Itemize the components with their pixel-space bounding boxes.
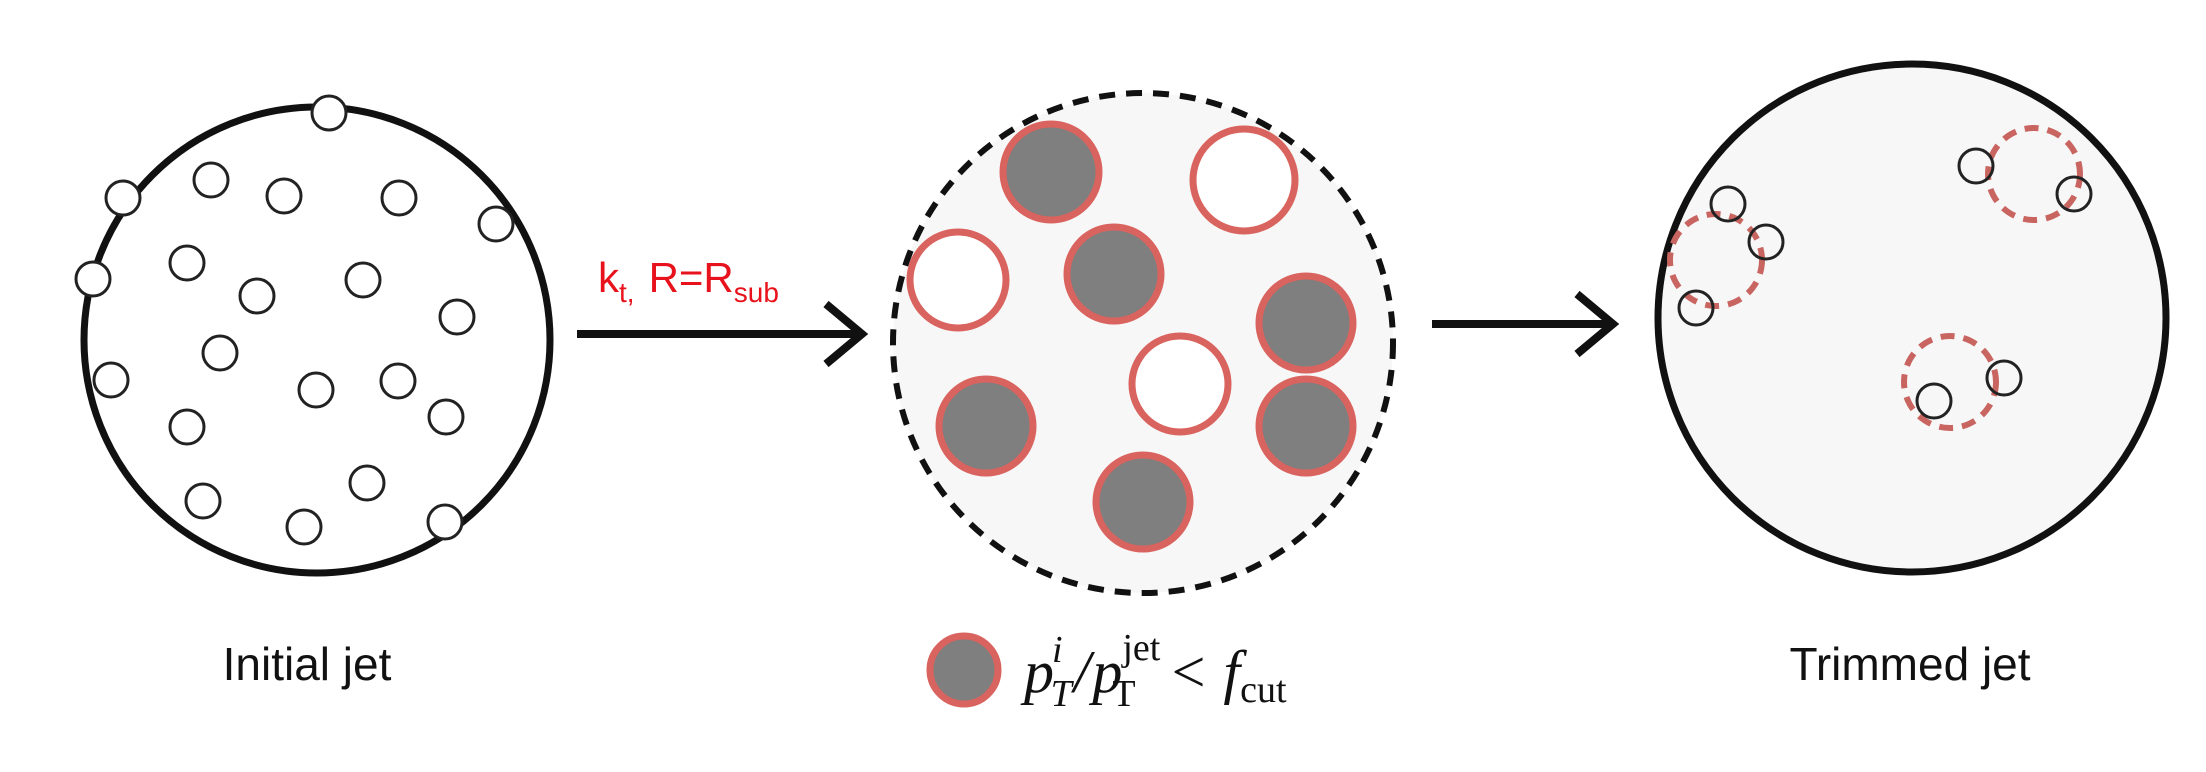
less-than: < (1172, 639, 1206, 705)
kept-subjet-area (1985, 125, 2083, 223)
removed-subjet (1255, 272, 1357, 374)
particle (1957, 147, 1995, 185)
kept-subjet (906, 228, 1010, 332)
particle (380, 179, 418, 217)
removed-subjet (1255, 375, 1357, 477)
particle (238, 277, 276, 315)
particle (2055, 175, 2093, 213)
particle (168, 408, 206, 446)
particle (1985, 359, 2023, 397)
particle (265, 177, 303, 215)
particle (297, 371, 335, 409)
particle (184, 482, 222, 520)
removed-subjet (999, 120, 1103, 224)
legend-removed-subjet-swatch (926, 632, 1002, 708)
particle (427, 398, 465, 436)
subjets (906, 120, 1357, 553)
particle (92, 361, 130, 399)
kept-particles (1677, 147, 2093, 420)
f-cut-subscript: cut (1240, 669, 1287, 711)
pt-jet-superscript: jet (1120, 627, 1160, 669)
particle (477, 205, 515, 243)
initial-jet-panel: Initial jet (74, 94, 554, 690)
kept-subjet (1189, 125, 1299, 235)
trimmed-jet-caption: Trimmed jet (1789, 638, 2030, 690)
removed-subjet (1092, 451, 1194, 553)
algorithm-label: kt, R=Rsub (598, 254, 779, 308)
trimmed-jet-boundary (1654, 60, 2170, 576)
pt-jet-p: p (1088, 639, 1122, 705)
particle (1677, 289, 1715, 327)
particle (201, 334, 239, 372)
kept-subjet (1128, 332, 1232, 436)
particle (379, 362, 417, 400)
initial-jet-boundary (80, 103, 554, 577)
particle (344, 261, 382, 299)
pt-jet-subscript: T (1112, 673, 1135, 715)
particle (310, 94, 348, 132)
pt-i-superscript: i (1052, 629, 1063, 671)
particle (426, 503, 464, 541)
subjet-clustering-panel (890, 90, 1396, 596)
initial-jet-caption: Initial jet (223, 638, 392, 690)
particle (192, 161, 230, 199)
arrow-head (1574, 290, 1620, 358)
removed-subjet (1063, 223, 1165, 325)
particle (168, 244, 206, 282)
kt-comma: , (627, 277, 635, 308)
particle (1747, 223, 1785, 261)
kt-subscript: t (619, 277, 627, 308)
radius-subscript: sub (734, 277, 779, 308)
particle (1709, 185, 1747, 223)
pt-i-subscript: T (1051, 673, 1075, 715)
pt-i-p: p (1020, 639, 1054, 705)
radius-label: R=R (649, 254, 734, 301)
clustering-arrow: kt, R=Rsub (577, 254, 869, 368)
particle (74, 260, 112, 298)
trimmed-jet-panel: Trimmed jet (1654, 60, 2170, 690)
particle (1915, 382, 1953, 420)
particle (104, 179, 142, 217)
kept-subjet-area (1901, 333, 1999, 431)
particle (438, 298, 476, 336)
particle (285, 508, 323, 546)
initial-particles (74, 94, 515, 546)
arrow-head (823, 300, 869, 368)
kt-k: k (598, 254, 620, 301)
trimming-arrow (1432, 290, 1620, 358)
removed-subjet (935, 375, 1037, 477)
particle (348, 464, 386, 502)
